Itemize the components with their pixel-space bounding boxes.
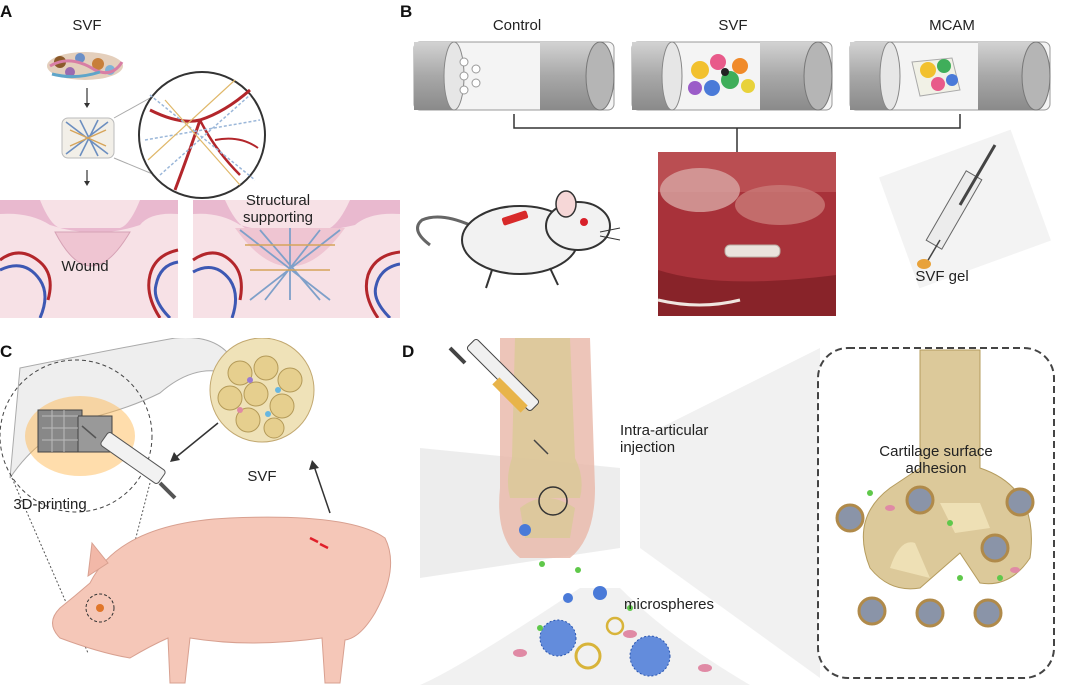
- svf-gel-syringe: [879, 129, 1051, 289]
- cartilage-zoom-box: [817, 347, 1055, 679]
- control-label: Control: [492, 17, 542, 34]
- intra-articular-label: Intra-articular: [620, 422, 709, 439]
- tube-mcam: [849, 41, 1051, 111]
- svf-label-b: SVF: [718, 17, 748, 34]
- mcam-label: MCAM: [929, 17, 975, 34]
- svf-label-c: SVF: [247, 468, 277, 485]
- svf-aggregate: [209, 337, 315, 443]
- skin-block-wound: [0, 200, 179, 320]
- 3d-printing-label: 3D-printing: [13, 496, 87, 513]
- panel-c-illustration: [0, 337, 392, 684]
- injection-label: injection: [620, 439, 676, 456]
- panel-a-label: A: [0, 2, 13, 21]
- panel-d: D Intra-articular injection Cartilage su…: [402, 338, 1065, 685]
- adhesion-label: adhesion: [905, 460, 967, 477]
- svf-label-a: SVF: [72, 17, 102, 34]
- syringe-d: [448, 338, 549, 455]
- structural-label: Structural: [245, 192, 311, 209]
- surgery-photo: [657, 152, 836, 316]
- knee-joint-illustration: [499, 338, 595, 558]
- scaffold-cylinder: [61, 117, 115, 159]
- panel-b: B Control SVF MCAM SVF gel: [400, 0, 1065, 318]
- microspheres-group: [513, 524, 712, 677]
- svf-cell-cluster: [47, 52, 124, 80]
- microspheres-label: microspheres: [624, 596, 715, 613]
- panel-d-illustration: [420, 338, 1055, 685]
- panel-b-illustration: [413, 41, 1051, 316]
- panel-c: C SVF 3D-printing: [0, 337, 420, 685]
- panel-c-label: C: [0, 342, 13, 361]
- panel-d-label: D: [402, 342, 415, 361]
- supporting-label: supporting: [242, 209, 314, 226]
- panel-a-illustration: [0, 52, 401, 320]
- tube-control: [413, 41, 615, 111]
- panel-b-label: B: [400, 2, 413, 21]
- svf-gel-label: SVF gel: [915, 268, 969, 285]
- skin-block-scaffold: [192, 200, 401, 320]
- wound-label: Wound: [61, 258, 109, 275]
- cartilage-surface-label: Cartilage surface: [879, 443, 993, 460]
- syringe-c: [81, 425, 177, 500]
- panel-a: A SVF Wound Structural supporting: [0, 0, 401, 320]
- tube-svf: [631, 41, 833, 111]
- mouse-illustration: [416, 190, 621, 289]
- 3d-printed-implant: [37, 409, 113, 453]
- pig-illustration: [52, 516, 392, 684]
- vascular-zoom-circle: [138, 71, 266, 199]
